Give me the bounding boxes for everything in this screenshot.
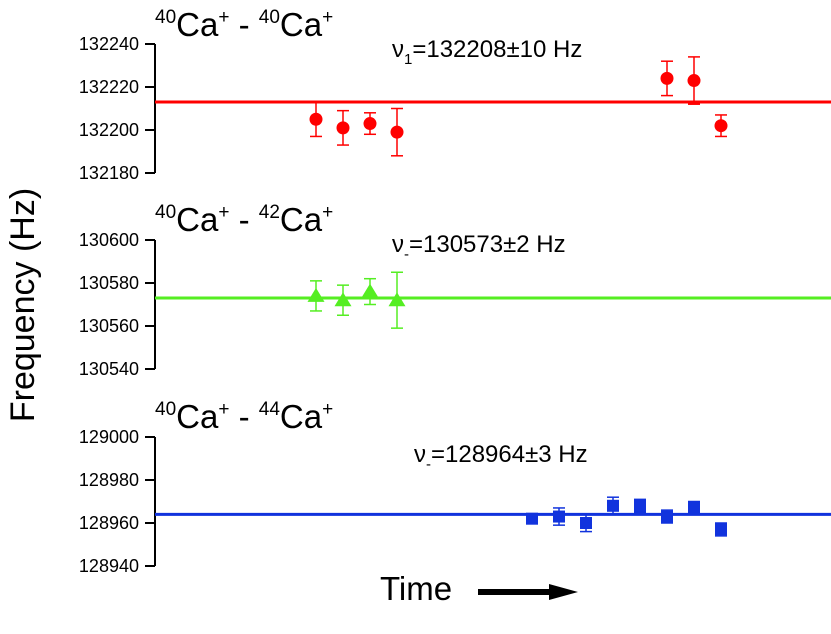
data-point	[363, 117, 377, 131]
charge: +	[322, 7, 333, 28]
y-tick-label: 128940	[79, 556, 139, 576]
data-point	[526, 512, 538, 525]
data-point	[687, 74, 701, 88]
fit-annotation: ν1=132208±10 Hz	[392, 36, 582, 68]
y-tick-label: 132240	[79, 34, 139, 54]
data-point	[307, 287, 325, 302]
ion-symbol: Ca	[176, 201, 219, 238]
ion-symbol: Ca	[176, 6, 219, 43]
data-point	[580, 517, 592, 529]
spacer	[250, 398, 259, 435]
mass-number: 40	[155, 399, 176, 420]
data-point	[660, 71, 674, 85]
data-point	[336, 121, 350, 135]
data-point	[553, 510, 565, 523]
data-point	[390, 125, 404, 139]
data-point	[334, 292, 352, 307]
mass-number: 44	[259, 399, 281, 420]
data-point	[607, 499, 619, 512]
y-tick-label: 128960	[79, 513, 139, 533]
spacer	[229, 398, 238, 435]
charge: +	[322, 202, 333, 223]
fit-value-text: =130573±2 Hz	[409, 231, 566, 258]
y-axis-label: Frequency (Hz)	[4, 188, 42, 422]
spacer	[229, 201, 238, 238]
panel-title: 40Ca+ - 42Ca+	[155, 201, 333, 238]
nu-subscript: -	[404, 246, 409, 263]
separator: -	[239, 201, 250, 238]
data-point	[634, 499, 646, 512]
panel-title: 40Ca+ - 44Ca+	[155, 398, 333, 435]
ion-symbol: Ca	[176, 398, 219, 435]
y-tick-label: 130580	[79, 273, 139, 293]
mass-number: 40	[259, 7, 280, 28]
nu-subscript: -	[426, 456, 431, 473]
mass-number: 42	[259, 202, 280, 223]
charge: +	[218, 399, 229, 420]
y-tick-label: 132220	[79, 77, 139, 97]
fit-annotation: ν-=130573±2 Hz	[392, 231, 566, 263]
data-point	[309, 112, 323, 126]
charge: +	[322, 399, 333, 420]
nu-symbol: ν	[392, 36, 404, 63]
fit-value-text: =132208±10 Hz	[412, 36, 582, 63]
data-point	[361, 283, 379, 298]
nu-symbol: ν	[414, 441, 426, 468]
ion-symbol: Ca	[280, 398, 323, 435]
nu-symbol: ν	[392, 231, 404, 258]
data-point	[715, 523, 727, 536]
fit-annotation: ν-=128964±3 Hz	[414, 441, 588, 473]
spacer	[250, 6, 259, 43]
spacer	[229, 6, 238, 43]
ion-symbol: Ca	[280, 201, 323, 238]
data-point	[388, 292, 406, 307]
data-point	[714, 119, 728, 133]
data-point	[688, 501, 700, 514]
fit-value-text: =128964±3 Hz	[431, 441, 588, 468]
y-tick-label: 129000	[79, 427, 139, 447]
charge: +	[218, 7, 229, 28]
y-tick-label: 128980	[79, 470, 139, 490]
separator: -	[239, 6, 250, 43]
x-axis-label: Time	[380, 570, 452, 607]
nu-subscript: 1	[404, 51, 412, 68]
ion-symbol: Ca	[280, 6, 323, 43]
y-tick-label: 130600	[79, 230, 139, 250]
charge: +	[218, 202, 229, 223]
separator: -	[239, 398, 250, 435]
panel-title: 40Ca+ - 40Ca+	[155, 6, 333, 43]
spacer	[250, 201, 259, 238]
y-tick-label: 132200	[79, 120, 139, 140]
y-tick-label: 132180	[79, 163, 139, 183]
y-tick-label: 130540	[79, 359, 139, 379]
mass-number: 40	[155, 202, 176, 223]
y-tick-label: 130560	[79, 316, 139, 336]
mass-number: 40	[155, 7, 176, 28]
time-arrow	[478, 584, 578, 600]
data-point	[661, 510, 673, 523]
